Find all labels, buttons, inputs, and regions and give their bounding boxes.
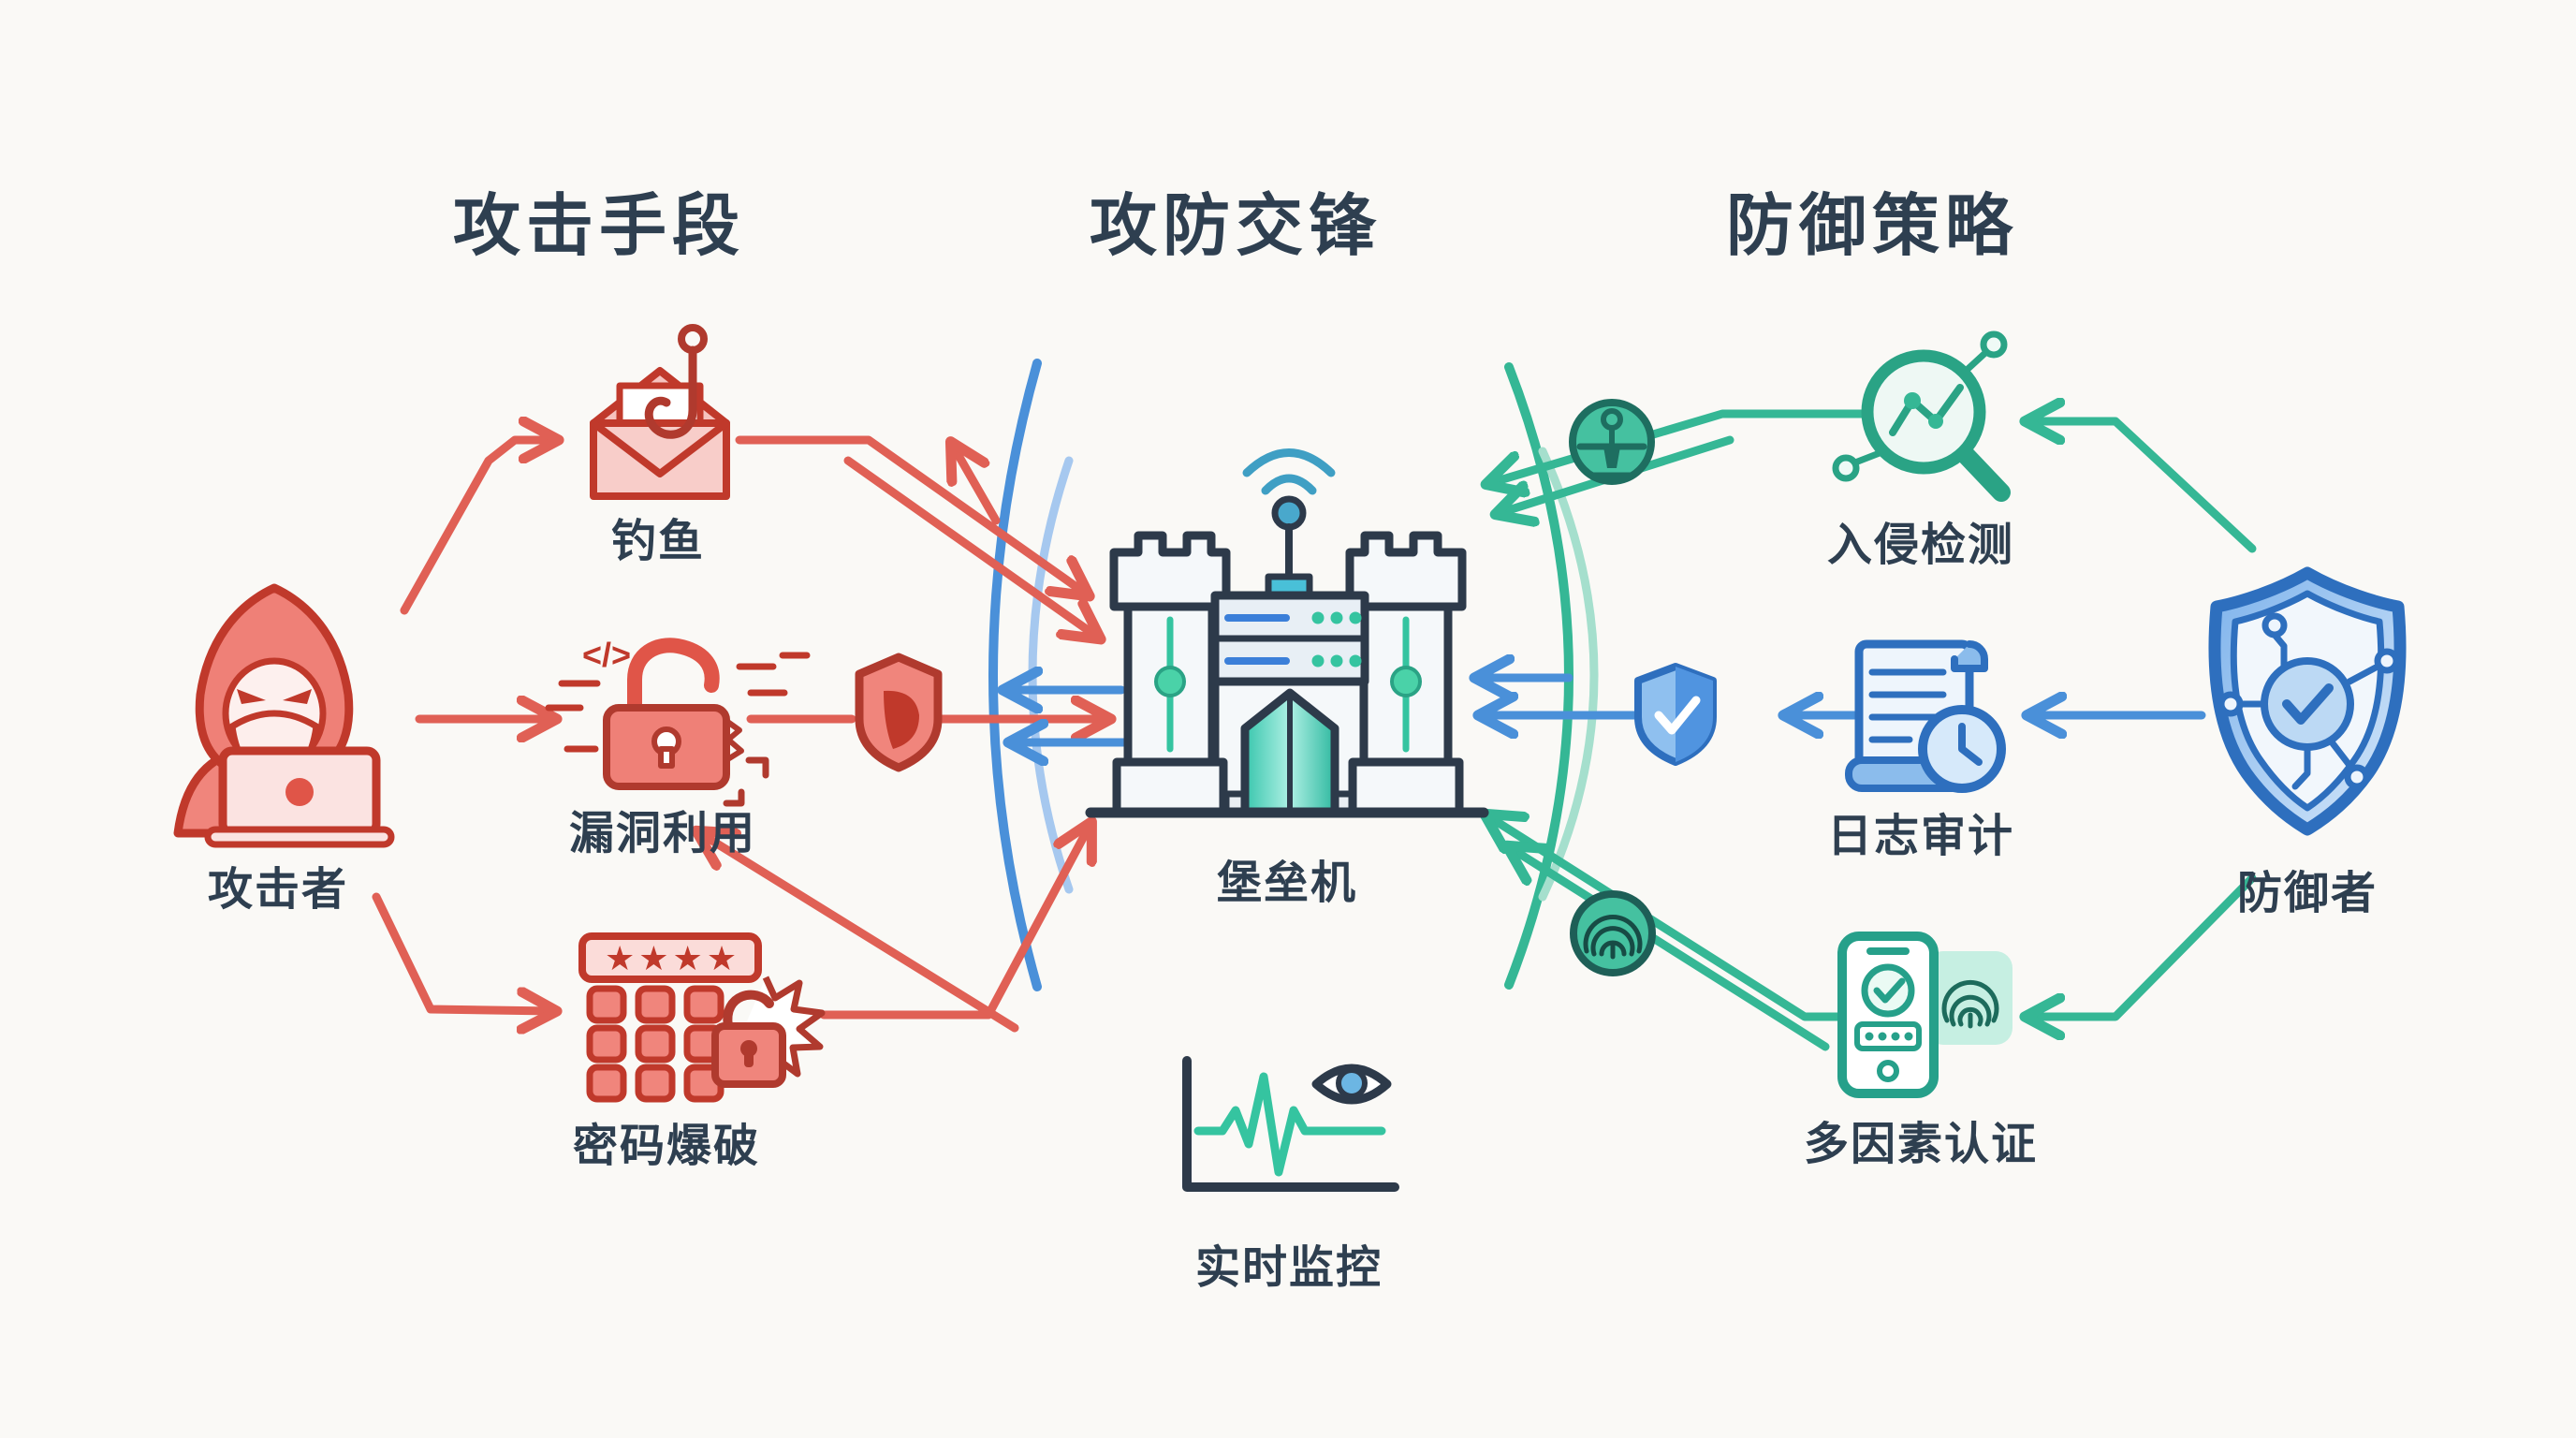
castle-server-icon (1085, 448, 1489, 818)
column-title-confrontation: 攻防交锋 (1089, 189, 1383, 264)
phishing-label: 钓鱼 (610, 517, 706, 566)
bastion-label: 堡垒机 (1216, 858, 1358, 908)
keypad-lock-burst-icon: ★★★★ (578, 932, 826, 1103)
phishing-hook-envelope-icon (590, 324, 730, 500)
blocked-attack-shield-icon (855, 653, 943, 772)
attack-arrows (372, 440, 1106, 1028)
fingerprint-badge-icon (1570, 890, 1656, 976)
password-crack-label: 密码爆破 (572, 1122, 761, 1171)
exploit-label: 漏洞利用 (568, 809, 757, 858)
scroll-clock-icon (1845, 639, 2006, 793)
log-audit-label: 日志审计 (1826, 812, 2015, 861)
attacker-label: 攻击者 (207, 865, 349, 915)
phone-fingerprint-icon (1837, 932, 2012, 1098)
defender-label: 防御者 (2236, 869, 2378, 918)
mfa-label: 多因素认证 (1803, 1120, 2039, 1169)
intrusion-detection-label: 入侵检测 (1826, 521, 2015, 570)
hooded-hacker-laptop-icon (173, 583, 395, 848)
monitoring-label: 实时监控 (1194, 1243, 1383, 1293)
broken-padlock-exploit-icon: </> (545, 636, 811, 807)
password-stars: ★★★★ (605, 939, 740, 977)
heartbeat-eye-icon (1182, 1056, 1399, 1192)
magnifier-network-icon (1832, 330, 2011, 502)
access-control-badge-icon (1569, 399, 1655, 485)
circuit-shield-icon (2208, 566, 2407, 836)
code-glyph: </> (582, 636, 631, 674)
column-title-defense-strategies: 防御策略 (1725, 189, 2019, 264)
verify-shield-badge-icon (1634, 663, 1717, 766)
column-title-attack-methods: 攻击手段 (452, 189, 746, 264)
